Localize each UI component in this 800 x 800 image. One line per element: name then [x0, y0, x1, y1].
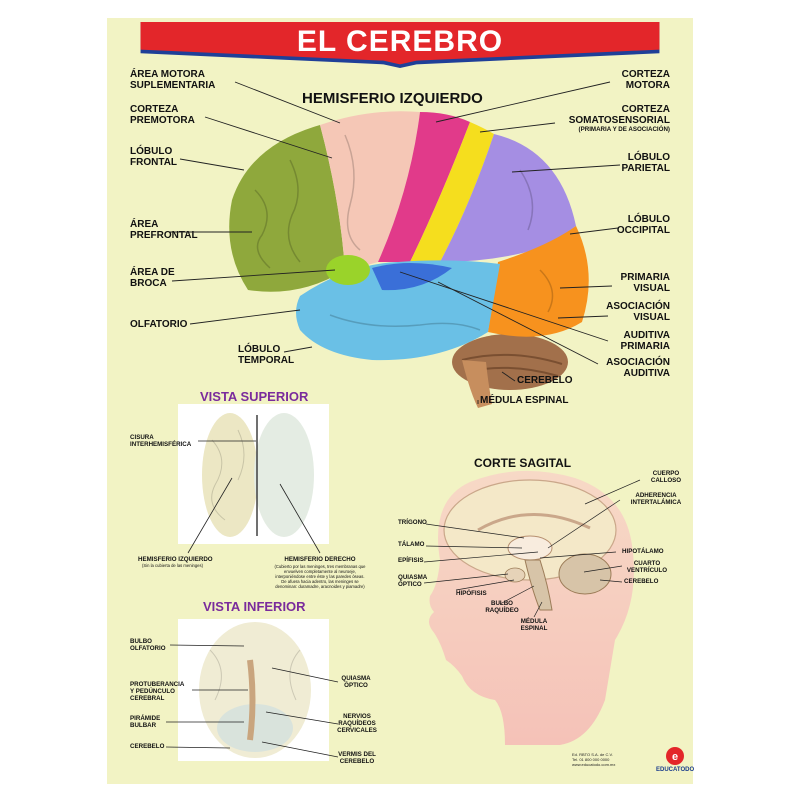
label-cerebelo: CEREBELO	[517, 375, 573, 386]
label-hemisferio-izquierdo-note: (Sin la cubierta de las meninges)	[142, 563, 203, 568]
label-cisura-interhemisferica: CISURA INTERHEMISFÉRICA	[130, 434, 192, 448]
label-bulbo-olfatorio: BULBO OLFATORIO	[130, 638, 166, 652]
vista-inferior-heading: VISTA INFERIOR	[203, 599, 306, 614]
educatodo-logo-text: EDUCATODO	[656, 767, 695, 773]
parietal-lobe-shape	[440, 134, 576, 262]
label-olfatorio: OLFATORIO	[130, 319, 188, 330]
label-area-motora-suplementaria: ÁREA MOTORA SUPLEMENTARIA	[130, 69, 216, 91]
label-medula-espinal-sagital: MÉDULA ESPINAL	[520, 618, 548, 632]
hemisferio-izquierdo-heading: HEMISFERIO IZQUIERDO	[302, 90, 483, 107]
occipital-lobe-shape	[488, 226, 589, 337]
label-adherencia-intertalamica: ADHERENCIA INTERTALÁMICA	[630, 492, 682, 506]
brainstem-shape	[462, 360, 492, 408]
label-corteza-motora: CORTEZA MOTORA	[621, 69, 670, 91]
vista-superior-heading: VISTA SUPERIOR	[200, 389, 309, 404]
motor-cortex-shape	[378, 112, 470, 262]
label-trigono: TRÍGONO	[398, 519, 427, 526]
label-corteza-premotora: CORTEZA PREMOTORA	[130, 104, 195, 126]
temporal-lobe-shape	[296, 260, 500, 361]
label-cerebelo-inferior: CEREBELO	[130, 743, 165, 750]
page-title: EL CEREBRO	[296, 25, 504, 58]
label-piramide-bulbar: PIRÁMIDE BULBAR	[130, 715, 161, 729]
label-hipofisis: HIPÓFISIS	[456, 590, 487, 597]
label-auditiva-primaria: AUDITIVA PRIMARIA	[620, 330, 670, 352]
label-area-prefrontal: ÁREA PREFRONTAL	[130, 219, 198, 241]
label-quiasma-optico-inferior: QUIASMA ÓPTICO	[341, 675, 371, 689]
label-talamo: TÁLAMO	[398, 541, 425, 548]
label-primaria-visual: PRIMARIA VISUAL	[620, 272, 670, 294]
label-lobulo-frontal: LÓBULO FRONTAL	[130, 146, 178, 168]
label-nervios-raquideos: NERVIOS RAQUÍDEOS CERVICALES	[337, 713, 377, 734]
label-lobulo-occipital: LÓBULO OCCIPITAL	[616, 214, 670, 236]
broca-area-shape	[326, 255, 370, 285]
label-cerebelo-sagital: CEREBELO	[624, 578, 659, 585]
label-quiasma-optico-sagital: QUIASMA ÓPTICO	[398, 574, 428, 588]
label-hemisferio-derecho: HEMISFERIO DERECHO	[284, 556, 356, 563]
label-medula-espinal: MÉDULA ESPINAL	[480, 395, 569, 406]
label-protuberancia: PROTUBERANCIA Y PEDÚNCULO CEREBRAL	[130, 681, 185, 702]
corte-sagital-heading: CORTE SAGITAL	[474, 456, 572, 470]
label-lobulo-temporal: LÓBULO TEMPORAL	[238, 344, 295, 366]
label-cuarto-ventriculo: CUARTO VENTRÍCULO	[626, 560, 668, 574]
label-asociacion-visual: ASOCIACIÓN VISUAL	[606, 301, 670, 323]
premotor-cortex-shape	[320, 111, 420, 270]
label-area-de-broca: ÁREA DE BROCA	[130, 267, 175, 289]
label-somatosensorial-note: (PRIMARIA Y DE ASOCIACIÓN)	[578, 126, 670, 133]
frontal-lobe-shape	[229, 125, 345, 292]
somatosensory-cortex-shape	[410, 122, 494, 262]
label-hemisferio-izquierdo: HEMISFERIO IZQUIERDO	[138, 556, 213, 563]
label-epifisis: EPÍFISIS	[398, 557, 424, 564]
auditory-cortex-shape	[372, 263, 452, 291]
label-bulbo-raquideo: BULBO RAQUÍDEO	[485, 600, 519, 614]
label-vermis-cerebelo: VERMIS DEL CEREBELO	[338, 751, 376, 765]
title-banner	[140, 22, 660, 68]
label-asociacion-auditiva: ASOCIACIÓN AUDITIVA	[606, 357, 670, 379]
label-hemisferio-derecho-note: (Cubierto por las meninges, tres membran…	[274, 564, 366, 589]
label-cuerpo-calloso: CUERPO CALLOSO	[650, 470, 682, 484]
label-corteza-somatosensorial: CORTEZA SOMATOSENSORIAL	[568, 104, 670, 126]
svg-text:e: e	[672, 751, 678, 763]
label-lobulo-parietal: LÓBULO PARIETAL	[621, 152, 670, 174]
label-hipotalamo: HIPOTÁLAMO	[622, 548, 664, 555]
publisher-info: Ed. RBTO S.A. de C.V. Tel. 01 800 000 00…	[572, 752, 616, 767]
